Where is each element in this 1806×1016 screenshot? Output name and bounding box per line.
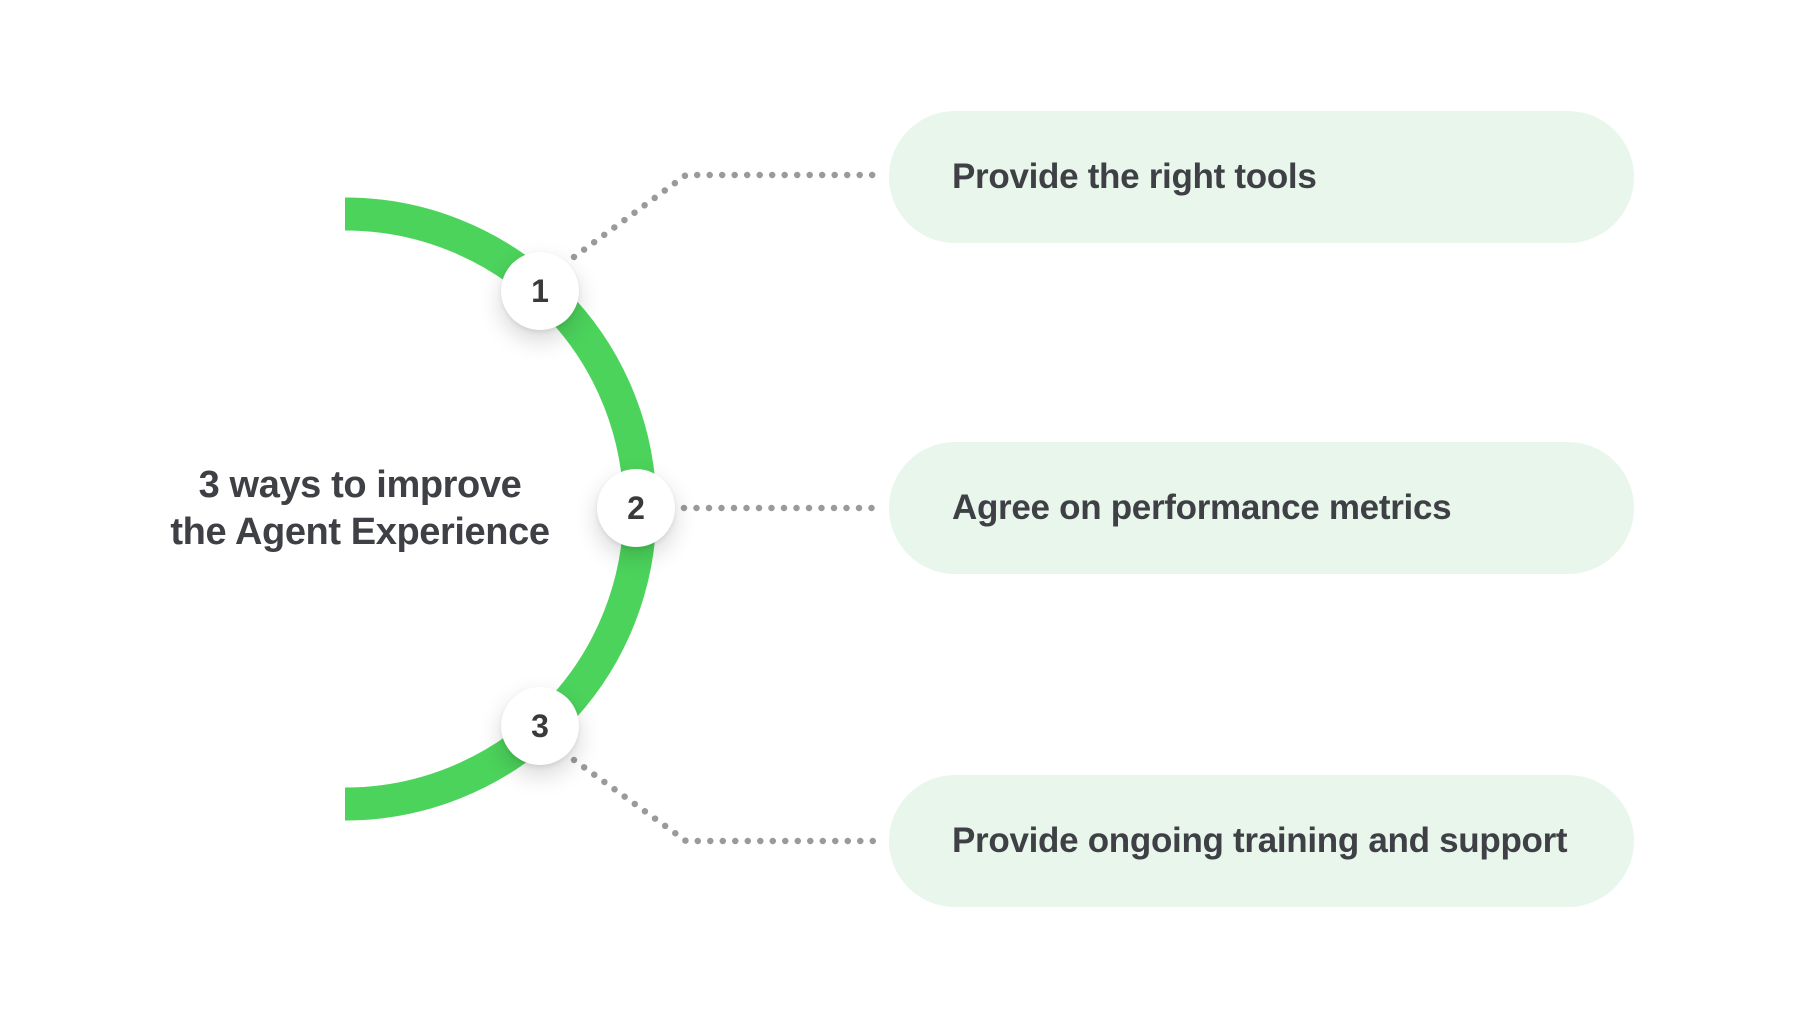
diagram-title-line-2: the Agent Experience	[170, 511, 550, 553]
step-1-number: 1	[531, 272, 549, 309]
step-2-number: 2	[627, 489, 645, 526]
diagram-title-line-1: 3 ways to improve	[198, 464, 522, 506]
step-1-marker: 1	[501, 252, 579, 330]
step-1-label: Provide the right tools	[952, 157, 1317, 196]
step-2-card: Agree on performance metrics	[889, 442, 1634, 574]
step-3-label: Provide ongoing training and support	[952, 821, 1568, 860]
connector-line-1	[570, 171, 886, 261]
step-3-card: Provide ongoing training and support	[889, 775, 1634, 907]
step-3-marker: 3	[501, 687, 579, 765]
step-2-label: Agree on performance metrics	[952, 488, 1452, 527]
step-1-card: Provide the right tools	[889, 111, 1634, 243]
connector-line-3	[570, 756, 886, 845]
diagram-title: 3 ways to improve the Agent Experience	[60, 462, 660, 556]
step-2-marker: 2	[597, 469, 675, 547]
step-3-number: 3	[531, 707, 549, 744]
